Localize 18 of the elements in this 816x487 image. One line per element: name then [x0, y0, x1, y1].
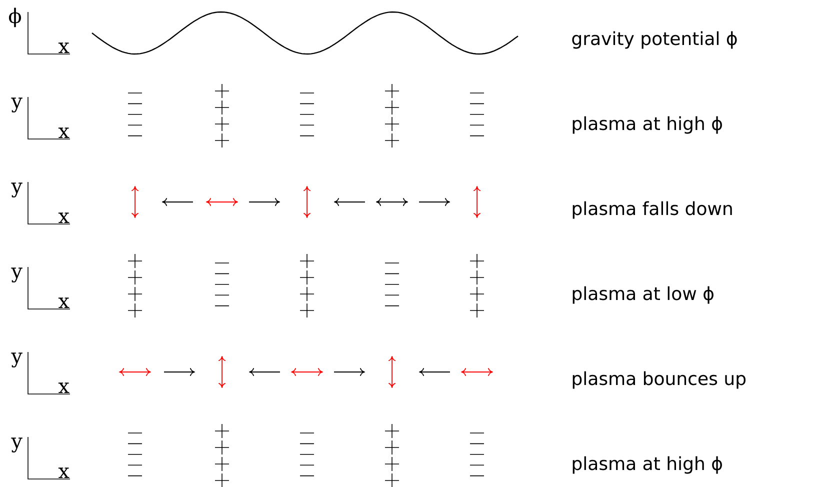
row-caption: plasma falls down — [572, 201, 732, 219]
axis-label: x — [58, 298, 70, 308]
axis-label: x — [58, 128, 70, 138]
row-caption: plasma at high ϕ — [572, 456, 722, 474]
axis-label: y — [11, 352, 22, 368]
row-caption: gravity potential ϕ — [572, 31, 737, 49]
axis-label: x — [58, 42, 70, 53]
axis-label: y — [11, 182, 22, 198]
axis-label: y — [11, 438, 22, 452]
row-caption: plasma at low ϕ — [572, 286, 714, 304]
axis-label: x — [58, 468, 70, 478]
row-caption: plasma bounces up — [572, 371, 746, 389]
axis-label: ϕ — [8, 8, 22, 28]
axis-label: x — [58, 212, 70, 223]
axis-label: y — [11, 98, 22, 112]
axis-label: x — [58, 382, 70, 393]
row-caption: plasma at high ϕ — [572, 116, 722, 134]
axis-label: y — [11, 268, 22, 282]
